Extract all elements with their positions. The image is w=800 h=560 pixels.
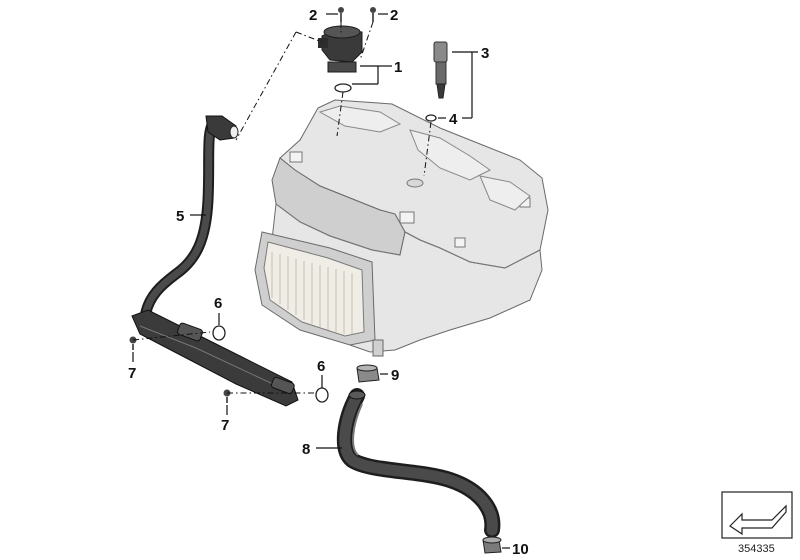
callout-6-upper: 6 xyxy=(214,295,222,312)
part-1-o-ring xyxy=(334,83,352,93)
part-10-hose-clip xyxy=(482,536,502,554)
part-8-drain-hose xyxy=(336,388,501,538)
callout-7-upper: 7 xyxy=(128,365,136,382)
part-2-screw-right xyxy=(370,7,376,22)
part-3-sensor xyxy=(433,41,448,99)
part-4-seal-ring xyxy=(425,114,437,122)
document-number: 354335 xyxy=(738,543,775,555)
part-7-screw-lower xyxy=(223,389,231,403)
orientation-arrow-icon xyxy=(721,491,793,539)
part-6-washer-upper xyxy=(212,325,226,341)
callout-2-right: 2 xyxy=(390,7,398,24)
air-box-housing xyxy=(254,99,549,357)
part-5-hose xyxy=(140,115,239,318)
callout-3: 3 xyxy=(481,45,489,62)
callout-8: 8 xyxy=(302,441,310,458)
callout-5: 5 xyxy=(176,208,184,225)
part-9-clamp xyxy=(356,364,380,383)
leader-lines xyxy=(132,13,510,549)
assembly-lines xyxy=(132,21,432,394)
callout-labels: 1 2 2 3 4 5 6 6 7 7 8 9 10 xyxy=(128,7,529,558)
part-7-screw-upper xyxy=(129,336,137,350)
part-1-valve-actuator xyxy=(318,25,363,73)
callout-1: 1 xyxy=(394,59,402,76)
mounting-bracket xyxy=(131,309,299,407)
callout-10: 10 xyxy=(512,541,529,558)
callout-4: 4 xyxy=(449,111,458,128)
callout-7-lower: 7 xyxy=(221,417,229,434)
part-2-screw-left xyxy=(338,7,344,22)
callout-2-left: 2 xyxy=(309,7,317,24)
part-6-washer-lower xyxy=(315,387,329,403)
callout-9: 9 xyxy=(391,367,399,384)
callout-6-lower: 6 xyxy=(317,358,325,375)
